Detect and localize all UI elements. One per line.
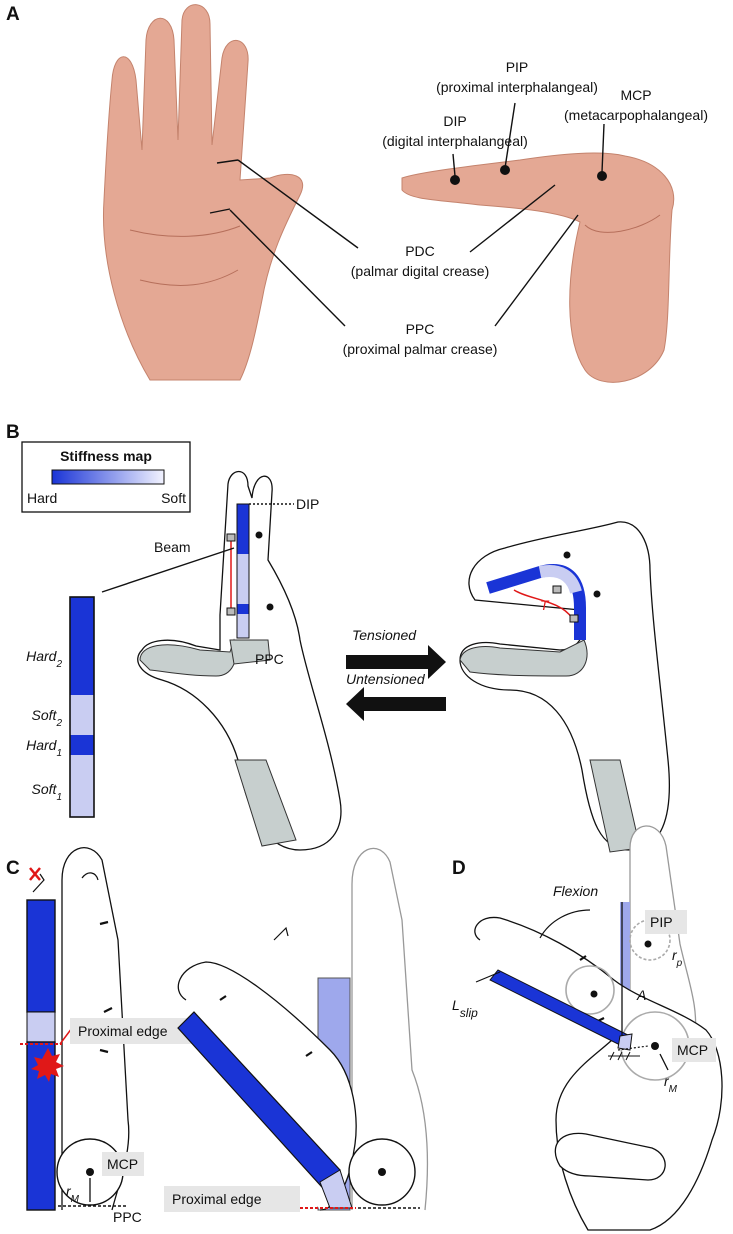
panel-label-c: C	[6, 858, 20, 879]
finger-outline-c-right-gray	[351, 847, 429, 1211]
open-hand-photo	[103, 4, 304, 381]
ppc-leader-open	[229, 209, 346, 327]
label-mcp-c: MCP	[107, 1156, 138, 1172]
pdc-leader-bent	[469, 184, 556, 253]
label-lslip: Lslip	[452, 997, 478, 1020]
label-proximal-edge-left: Proximal edge	[78, 1023, 168, 1039]
pip-joint-dot-d	[644, 940, 652, 948]
label-soft1: Soft1	[32, 781, 62, 803]
label-tension-t: T	[540, 597, 550, 613]
red-x-icon	[29, 867, 41, 881]
untensioned-arrow	[346, 687, 446, 721]
label-ppc: PPC	[406, 321, 435, 337]
mcp-joint-dot-d	[651, 1042, 659, 1050]
mcp-center-dot-c	[86, 1168, 94, 1176]
label-pip-d: PIP	[650, 914, 673, 930]
pip-leader	[504, 102, 516, 169]
pip-box-d	[645, 910, 687, 934]
panel-label-d: D	[452, 858, 466, 879]
panel-label-a: A	[6, 4, 20, 25]
pdc-tick	[216, 159, 239, 164]
ppc-leader-bent	[494, 214, 579, 327]
pip-joint-dot-bent	[590, 990, 598, 998]
label-pdc: PDC	[405, 243, 435, 259]
flexion-arrow	[539, 909, 591, 939]
label-hard2: Hard2	[26, 648, 62, 670]
label-mcp-d: MCP	[677, 1042, 708, 1058]
mcp-leader	[601, 123, 605, 173]
label-flexion: Flexion	[553, 883, 598, 899]
beam-curved-tensioned	[486, 564, 586, 640]
rotation-arrow-c-right	[273, 926, 289, 941]
label-dip-full: (digital interphalangeal)	[382, 133, 528, 149]
tensioned-arrow	[346, 645, 446, 679]
label-hard1: Hard1	[26, 737, 62, 759]
mcp-dotted-lines	[617, 1045, 649, 1051]
legend-title: Stiffness map	[60, 448, 152, 464]
proximal-edge-box-right	[164, 1186, 300, 1212]
panel-label-b: B	[6, 422, 20, 443]
hatch-marks	[608, 1051, 640, 1061]
hand-outline-untensioned	[137, 470, 342, 851]
pip-joint-circle-d	[629, 919, 671, 961]
label-beam: Beam	[154, 539, 191, 555]
label-rm-d: rM	[664, 1073, 678, 1095]
label-pip-full: (proximal interphalangeal)	[436, 79, 598, 95]
ppc-tick	[209, 208, 231, 214]
beam-leader	[101, 547, 235, 593]
beam-d-light	[620, 902, 630, 1010]
legend-hard: Hard	[27, 490, 57, 506]
label-mcp: MCP	[620, 87, 651, 103]
label-untensioned: Untensioned	[346, 671, 426, 687]
label-rp-d: rp	[672, 947, 683, 969]
label-ppc-c: PPC	[113, 1209, 142, 1225]
beam-on-finger	[226, 503, 250, 639]
stiffness-legend: Stiffness map Hard Soft	[21, 441, 191, 513]
stress-burst-icon	[31, 1048, 64, 1082]
dip-joint-dot	[450, 175, 460, 185]
bent-hand-photo	[401, 152, 675, 383]
mcp-center-dot-c-right	[378, 1168, 386, 1176]
lslip-arrow	[475, 971, 501, 983]
mcp-joint-dot	[597, 171, 607, 181]
label-soft2: Soft2	[32, 707, 63, 729]
label-rm-c: rM	[66, 1183, 80, 1205]
label-tensioned: Tensioned	[352, 627, 417, 643]
pip-joint-dot	[500, 165, 510, 175]
mcp-box-d	[672, 1038, 716, 1062]
rm-arrow-d	[659, 1053, 669, 1071]
legend-gradient-bar	[51, 469, 165, 485]
label-a: A	[636, 987, 646, 1003]
label-proximal-edge-right: Proximal edge	[172, 1191, 262, 1207]
pip-joint-circle-bent	[565, 965, 615, 1015]
label-dip-b: DIP	[296, 496, 319, 512]
mcp-box-c	[102, 1152, 144, 1176]
label-dip: DIP	[443, 113, 466, 129]
legend-soft: Soft	[161, 490, 186, 506]
label-ppc-b: PPC	[255, 651, 284, 667]
beam-c-right-blue	[177, 1011, 353, 1209]
rotation-arrow-c-left	[32, 873, 45, 893]
label-ppc-full: (proximal palmar crease)	[343, 341, 498, 357]
label-mcp-full: (metacarpophalangeal)	[564, 107, 708, 123]
pdc-leader-open	[237, 159, 359, 249]
dip-leader	[452, 153, 456, 177]
beam-stiffness-column	[69, 596, 95, 818]
label-pdc-full: (palmar digital crease)	[351, 263, 490, 279]
beam-d-blue	[489, 969, 633, 1051]
label-pip: PIP	[506, 59, 529, 75]
